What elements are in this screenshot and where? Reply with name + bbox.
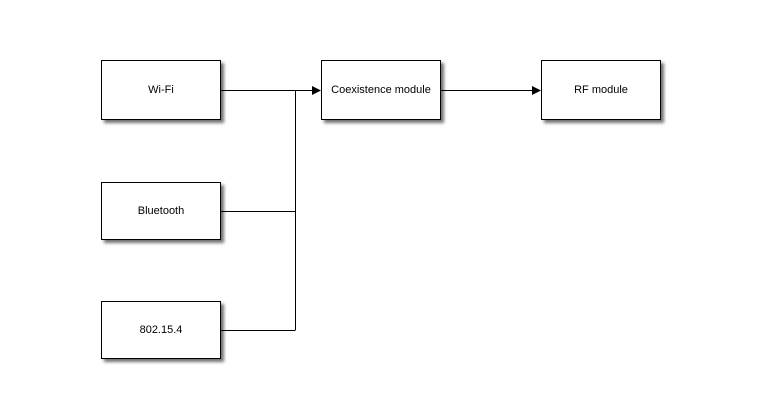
block-bluetooth[interactable]: Bluetooth <box>101 182 221 240</box>
block-rf-module-label: RF module <box>574 84 628 96</box>
block-wifi-label: Wi-Fi <box>148 84 174 96</box>
block-wifi[interactable]: Wi-Fi <box>101 60 221 120</box>
block-coexistence-module[interactable]: Coexistence module <box>321 60 441 120</box>
arrowhead-icon <box>532 86 541 95</box>
block-coexistence-module-label: Coexistence module <box>331 84 431 96</box>
block-802-15-4[interactable]: 802.15.4 <box>101 301 221 359</box>
block-rf-module[interactable]: RF module <box>541 60 661 120</box>
block-802-15-4-label: 802.15.4 <box>139 324 183 336</box>
arrowhead-icon <box>312 86 321 95</box>
block-bluetooth-label: Bluetooth <box>137 205 185 217</box>
